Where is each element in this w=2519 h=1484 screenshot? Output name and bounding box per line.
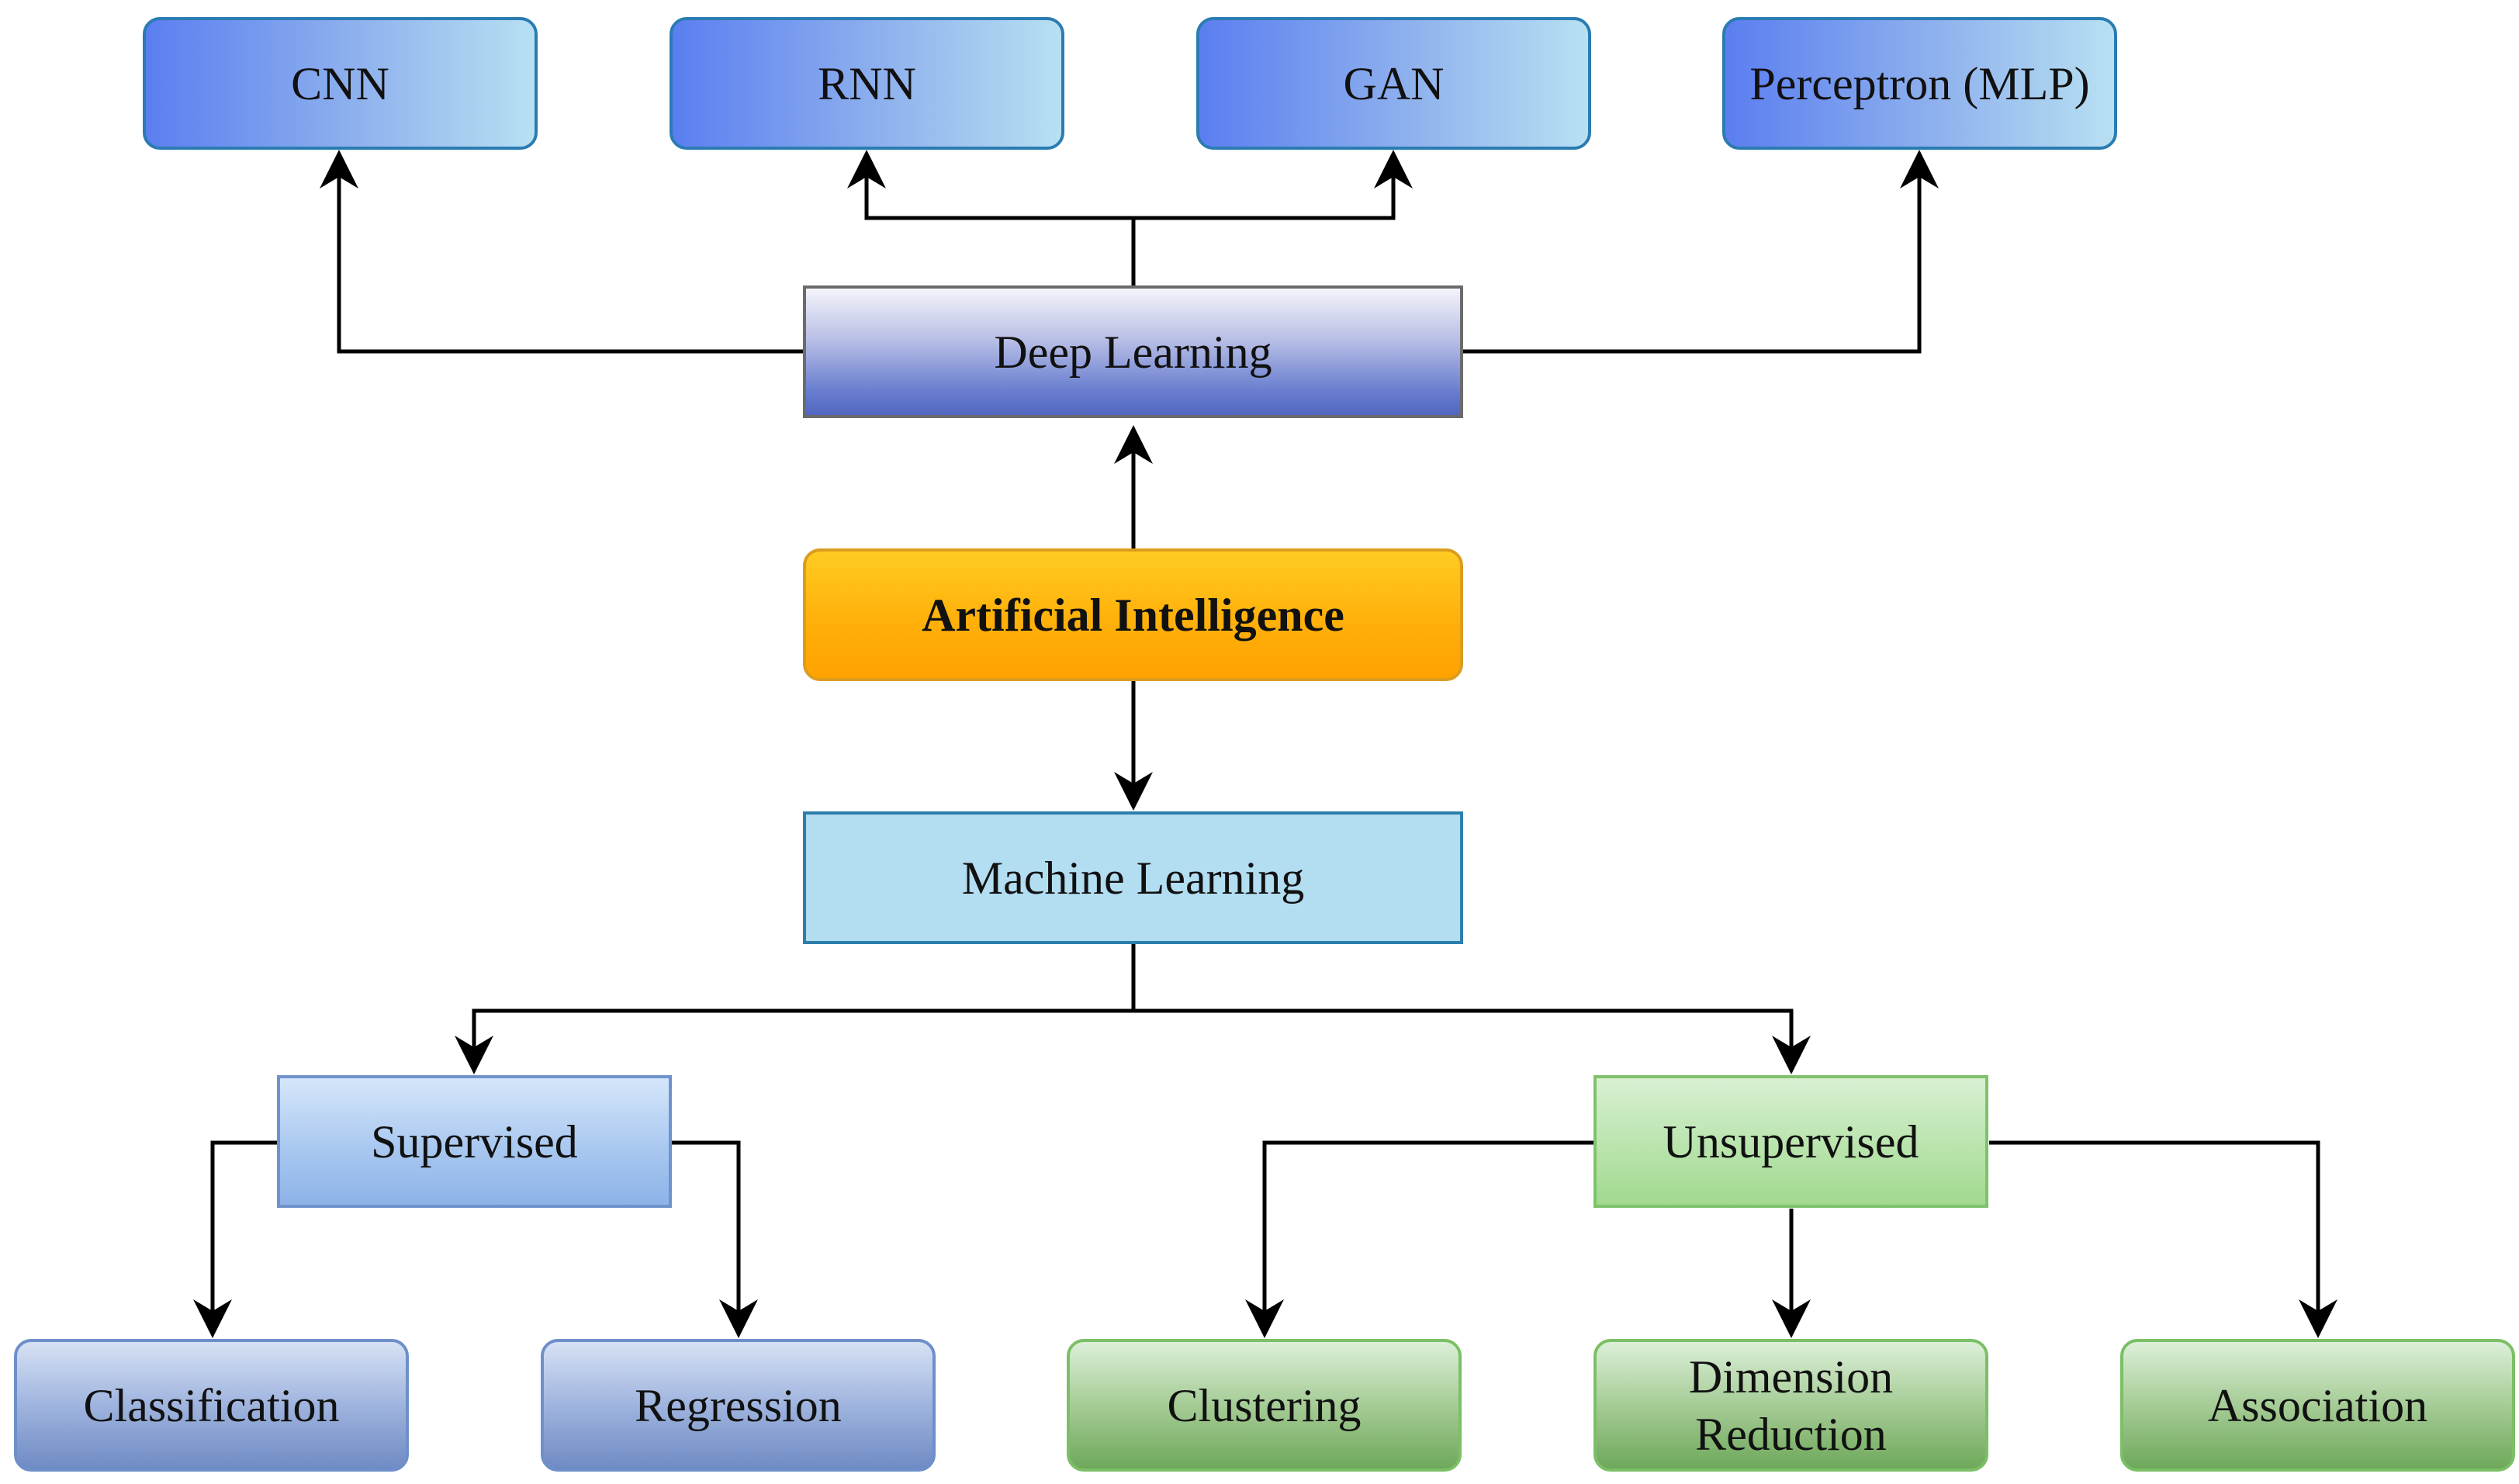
node-supervised: Supervised [277,1075,672,1208]
edge-deep-learning-to-cnn [320,150,803,354]
node-artificial-intelligence: Artificial Intelligence [803,548,1463,681]
edge-supervised-to-classification [193,1140,277,1338]
edge-machine-learning-to-unsupervised [1133,1008,1811,1074]
edge-machine-learning-to-supervised [455,944,1136,1074]
edge-unsupervised-to-association [1989,1140,2337,1338]
edge-supervised-to-regression [672,1140,758,1338]
node-clustering: Clustering [1067,1339,1462,1472]
node-dimension-reduction: Dimension Reduction [1593,1339,1988,1472]
node-unsupervised: Unsupervised [1593,1075,1988,1208]
node-regression: Regression [541,1339,936,1472]
edge-deep-learning-to-gan [1131,150,1413,285]
node-classification: Classification [14,1339,409,1472]
node-perceptron-mlp: Perceptron (MLP) [1722,17,2117,150]
edge-unsupervised-to-clustering [1245,1140,1593,1338]
edge-deep-learning-to-rnn [847,150,1136,285]
node-association: Association [2120,1339,2515,1472]
node-gan: GAN [1196,17,1591,150]
node-cnn: CNN [143,17,538,150]
node-machine-learning: Machine Learning [803,811,1463,944]
node-rnn: RNN [670,17,1064,150]
edge-deep-learning-to-perceptron [1463,150,1939,354]
node-deep-learning: Deep Learning [803,285,1463,418]
